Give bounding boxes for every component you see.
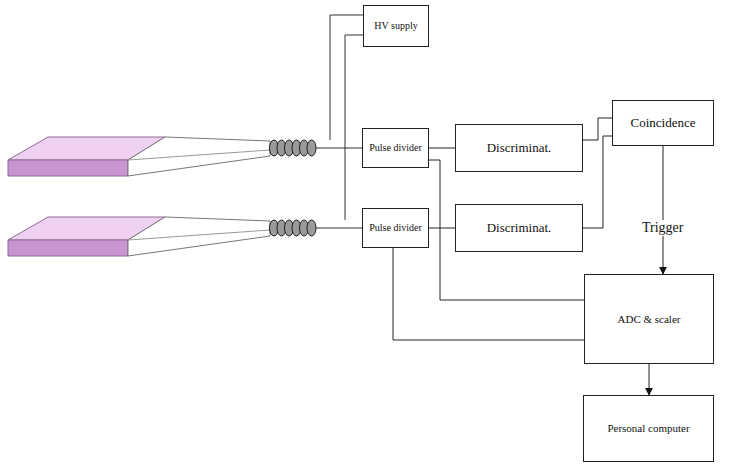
box-label: Discriminat.	[484, 219, 555, 238]
pmt-dynode-ring	[307, 220, 316, 236]
box-label: Discriminat.	[484, 139, 555, 158]
signal-connector	[429, 228, 455, 229]
signal-connector	[583, 118, 612, 140]
signal-connector	[663, 146, 664, 274]
photomultiplier-tubes	[270, 140, 317, 236]
signal-connector	[649, 364, 650, 395]
signal-connector	[429, 148, 455, 149]
supply-box: HV supply	[363, 5, 429, 47]
box-label: Coincidence	[628, 114, 699, 133]
box-label: HV supply	[371, 18, 420, 34]
box-label: Pulse divider	[366, 220, 425, 236]
coincidence-box: Coincidence	[612, 100, 714, 146]
hv-cables	[330, 15, 363, 220]
pmt-signal-wires	[316, 148, 362, 228]
box-label: Personal computer	[604, 420, 692, 437]
signal-connector	[429, 160, 584, 300]
edge-label: Trigger	[639, 220, 687, 236]
signal-connector	[583, 136, 612, 228]
adc-scaler-box: ADC & scaler	[584, 274, 714, 364]
scintillator-bottom	[8, 217, 270, 256]
discriminator-box: Discriminat.	[455, 124, 583, 172]
pmt-dynode-ring	[307, 140, 316, 156]
scintillator-top	[8, 137, 270, 176]
signal-connector	[393, 248, 584, 340]
discriminator-box: Discriminat.	[455, 204, 583, 252]
divider-box: Pulse divider	[362, 208, 429, 248]
computer-box: Personal computer	[583, 395, 714, 462]
box-label: Pulse divider	[366, 140, 425, 156]
divider-box: Pulse divider	[362, 128, 429, 168]
box-label: ADC & scaler	[615, 311, 684, 328]
